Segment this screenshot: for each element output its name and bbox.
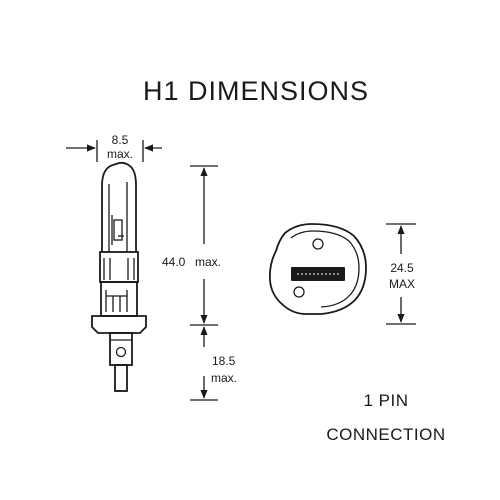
glass-envelope xyxy=(101,161,137,252)
filament-coil xyxy=(113,219,123,241)
connector-inner-rim xyxy=(290,230,360,308)
bulb-height-value: 44.0 xyxy=(162,255,186,269)
connector-top-hole xyxy=(312,238,324,250)
connector-height-dimension: 24.5 MAX xyxy=(386,223,416,325)
base-height-unit: max. xyxy=(211,371,237,385)
width-value: 8.5 xyxy=(112,133,129,147)
connector-pin xyxy=(114,364,128,392)
bulb-height-unit: max. xyxy=(195,255,221,269)
h1-bulb-drawing xyxy=(91,161,147,392)
connector-height-unit: MAX xyxy=(389,277,415,291)
connector-outline xyxy=(268,223,367,315)
base-hole xyxy=(115,346,127,358)
caption-line-2: CONNECTION xyxy=(326,425,445,444)
connector-height-value: 24.5 xyxy=(390,261,414,275)
bulb-neck xyxy=(99,251,139,283)
width-dimension: 8.5 max. xyxy=(66,133,162,162)
base-height-value: 18.5 xyxy=(212,354,236,368)
caption-line-1: 1 PIN xyxy=(363,391,408,410)
base-body xyxy=(109,332,133,366)
diagram-title: H1 DIMENSIONS xyxy=(143,76,369,106)
width-unit: max. xyxy=(107,147,133,161)
mounting-flange xyxy=(91,315,147,334)
connector-end-view xyxy=(268,223,367,315)
height-dimensions: 44.0 max. 18.5 max. xyxy=(162,165,237,401)
connector-bottom-hole xyxy=(293,286,305,298)
